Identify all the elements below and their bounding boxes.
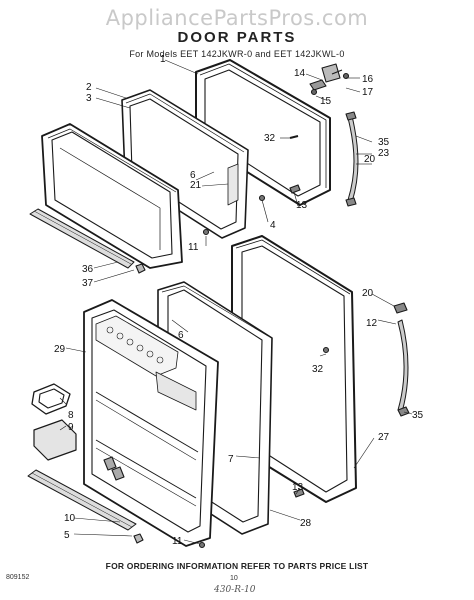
callout-12: 12 [366, 318, 378, 329]
callout-labels: 1234566789101111121313141516172020212327… [54, 54, 424, 547]
callout-37: 37 [82, 278, 94, 289]
callout-23: 23 [378, 148, 390, 159]
fresh-food-trim-strip [27, 469, 137, 531]
dairy-bin [31, 383, 71, 415]
callout-28: 28 [300, 518, 312, 529]
callout-3: 3 [86, 93, 92, 104]
page-title: DOOR PARTS [177, 29, 297, 46]
callout-14: 14 [294, 68, 306, 79]
shelf-retainer [33, 419, 77, 461]
screw [289, 135, 299, 139]
callout-4: 4 [270, 220, 276, 231]
freezer-door-tray [41, 123, 183, 269]
callout-13: 13 [292, 482, 304, 493]
callout-5: 5 [64, 530, 70, 541]
fresh-food-door-handle [393, 302, 410, 417]
callout-32: 32 [312, 364, 324, 375]
page-number: 10 [230, 575, 238, 582]
callout-11: 11 [188, 242, 199, 253]
callout-15: 15 [320, 96, 332, 107]
callout-17: 17 [362, 87, 374, 98]
screw [198, 541, 206, 549]
screw [322, 346, 330, 354]
callout-2: 2 [86, 82, 92, 93]
freezer-trim-strip [29, 208, 135, 269]
callout-21: 21 [190, 180, 202, 191]
top-hinge-assembly [309, 63, 350, 96]
document-code: 809152 [6, 574, 30, 581]
callout-1: 1 [160, 54, 166, 65]
callout-32: 32 [264, 133, 276, 144]
trim-clip [133, 533, 144, 544]
callout-35: 35 [412, 410, 424, 421]
callout-13: 13 [296, 200, 308, 211]
callout-16: 16 [362, 74, 374, 85]
callout-9: 9 [68, 422, 74, 433]
callout-36: 36 [82, 264, 94, 275]
screw [258, 194, 266, 202]
callout-20: 20 [362, 288, 374, 299]
callout-29: 29 [54, 344, 66, 355]
ordering-footer: FOR ORDERING INFORMATION REFER TO PARTS … [105, 561, 369, 571]
watermark: AppliancePartsPros.com [105, 6, 369, 30]
screw [202, 228, 210, 236]
model-subtitle: For Models EET 142JKWR-0 and EET 142JKWL… [129, 49, 345, 59]
freezer-door-liner-frame [121, 89, 249, 239]
fresh-food-door-liner [83, 299, 219, 547]
callout-7: 7 [228, 454, 234, 465]
handwritten-note: 430-R-10 [214, 585, 256, 595]
trim-clip [135, 263, 146, 274]
leader-lines [59, 59, 413, 545]
callout-27: 27 [378, 432, 390, 443]
callout-6: 6 [178, 330, 184, 341]
callout-11: 11 [172, 536, 183, 547]
bumper [289, 184, 301, 194]
callout-20: 20 [364, 154, 376, 165]
callout-6: 6 [190, 170, 196, 181]
callout-35: 35 [378, 137, 390, 148]
bumper [293, 488, 305, 498]
callout-8: 8 [68, 410, 74, 421]
freezer-door-handle [345, 111, 359, 207]
callout-10: 10 [64, 513, 76, 524]
